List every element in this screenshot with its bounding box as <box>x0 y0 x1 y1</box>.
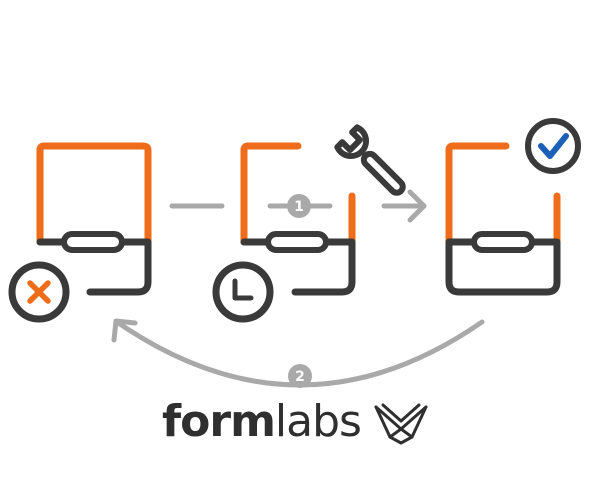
formlabs-logo: form labs <box>162 394 429 450</box>
formlabs-bird-logo-icon <box>374 403 428 445</box>
printer-restored <box>445 142 561 296</box>
step-badge-1: 1 <box>287 194 311 218</box>
clock-icon <box>212 261 274 323</box>
printer-restored-lid <box>445 142 510 246</box>
step-badge-1-label: 1 <box>294 199 304 215</box>
printer-restored-handle <box>471 231 535 253</box>
printer-broken <box>36 142 152 296</box>
x-icon <box>8 261 70 323</box>
brand-name-bold: form <box>162 396 276 447</box>
printer-service-base <box>240 238 356 296</box>
printer-broken-handle <box>61 231 125 253</box>
printer-service-lid <box>240 142 302 246</box>
printer-service <box>240 142 356 296</box>
printer-broken-base <box>36 238 152 296</box>
arrow-right <box>381 189 427 223</box>
wrench-icon <box>334 124 406 196</box>
printer-broken-lid <box>36 142 152 246</box>
printer-restored-base <box>445 238 561 296</box>
check-icon <box>525 118 581 174</box>
step-badge-2-label: 2 <box>295 369 305 385</box>
brand-name-light: labs <box>274 396 362 447</box>
step-badge-2: 2 <box>288 364 312 388</box>
printer-service-handle <box>265 231 329 253</box>
